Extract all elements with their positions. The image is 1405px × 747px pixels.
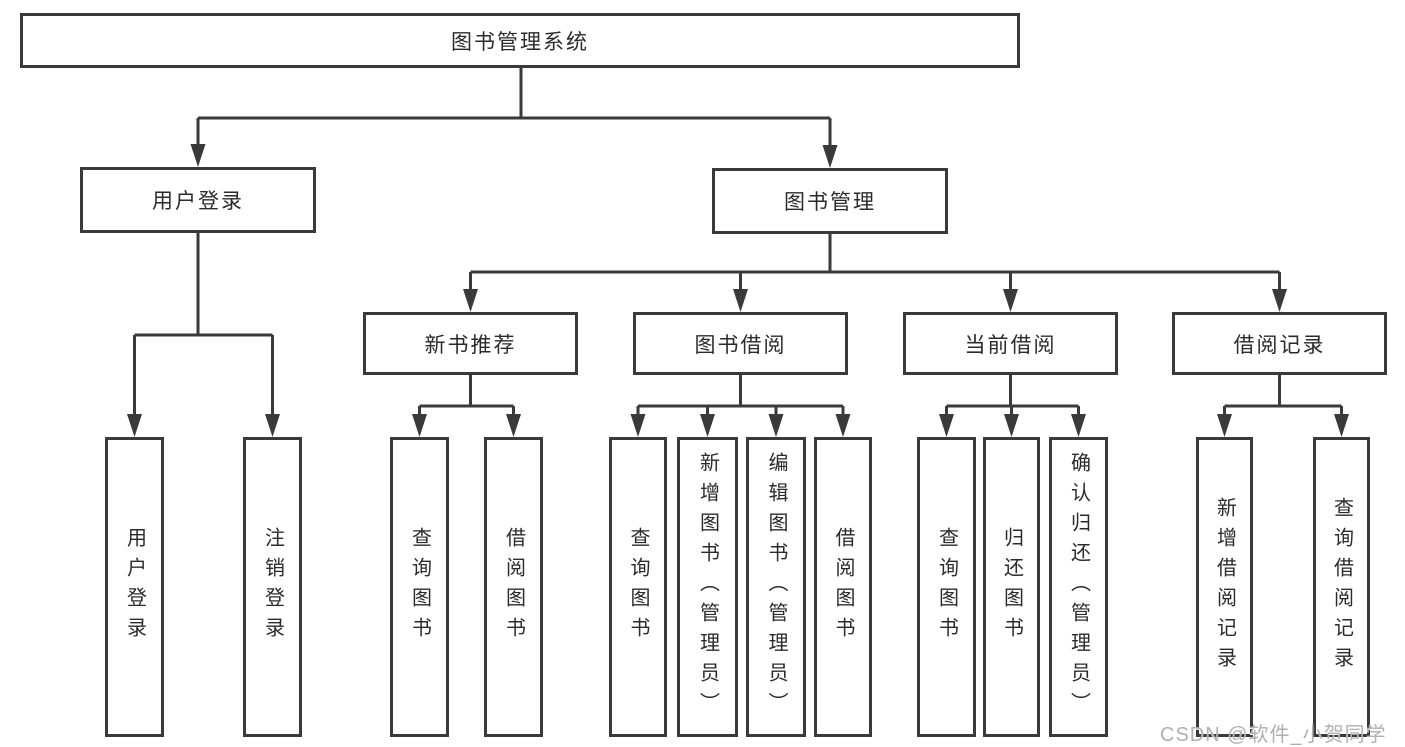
leaf-recommend-borrow-books: 借阅图书	[484, 437, 543, 737]
node-new-book-recommendation: 新书推荐	[363, 312, 578, 375]
node-label: 当前借阅	[964, 333, 1057, 357]
leaf-label: 归还图书	[1000, 527, 1023, 647]
leaf-borrowing-query-books: 查询图书	[609, 437, 667, 737]
node-label: 图书借阅	[694, 333, 787, 357]
node-library-management-system: 图书管理系统	[20, 13, 1020, 68]
node-label: 图书管理	[784, 191, 876, 214]
leaf-label: 新增图书（管理员）	[696, 452, 719, 722]
leaf-label: 用户登录	[123, 527, 146, 647]
leaf-current-query-books: 查询图书	[917, 437, 976, 737]
leaf-label: 查询图书	[627, 527, 649, 647]
csdn-watermark: CSDN @软件_小贺同学	[1160, 724, 1387, 746]
leaf-records-add-borrow-record: 新增借阅记录	[1196, 437, 1253, 737]
leaf-label: 查询图书	[408, 527, 431, 647]
leaf-label: 编辑图书（管理员）	[765, 452, 787, 722]
node-label: 借阅记录	[1233, 333, 1326, 357]
node-label: 用户登录	[152, 190, 244, 213]
leaf-records-query-borrow-record: 查询借阅记录	[1313, 437, 1370, 737]
leaf-label: 确认归还（管理员）	[1067, 452, 1090, 722]
leaf-label: 注销登录	[261, 527, 284, 647]
leaf-current-return-books: 归还图书	[983, 437, 1040, 737]
node-borrowing-records: 借阅记录	[1172, 312, 1387, 375]
leaf-recommend-query-books: 查询图书	[390, 437, 449, 737]
leaf-borrowing-edit-books-admin: 编辑图书（管理员）	[746, 437, 806, 737]
leaf-label: 借阅图书	[832, 527, 854, 647]
node-label: 新书推荐	[424, 333, 517, 357]
leaf-label: 新增借阅记录	[1213, 497, 1236, 677]
node-user-login: 用户登录	[80, 167, 316, 233]
leaf-label: 查询借阅记录	[1330, 497, 1353, 677]
node-book-borrowing: 图书借阅	[633, 312, 848, 375]
node-label: 图书管理系统	[451, 30, 589, 54]
leaf-current-confirm-return-admin: 确认归还（管理员）	[1049, 437, 1108, 737]
leaf-logout: 注销登录	[243, 437, 302, 737]
leaf-user-login: 用户登录	[105, 437, 164, 737]
leaf-label: 查询图书	[935, 527, 958, 647]
leaf-borrowing-add-books-admin: 新增图书（管理员）	[677, 437, 738, 737]
node-book-management: 图书管理	[712, 168, 948, 234]
node-current-borrowing: 当前借阅	[903, 312, 1118, 375]
leaf-label: 借阅图书	[502, 527, 525, 647]
leaf-borrowing-borrow-books: 借阅图书	[814, 437, 872, 737]
